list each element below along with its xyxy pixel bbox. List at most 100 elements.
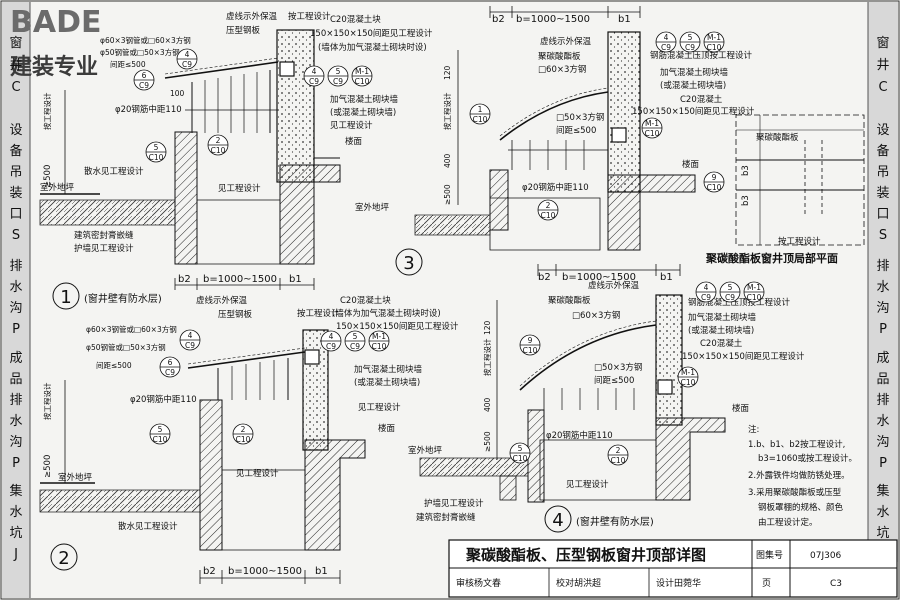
canopy-roof [187, 351, 306, 369]
dim-b1: b1 [660, 272, 673, 283]
dim-by-design: 按工程设计 [42, 92, 52, 130]
dim-gt500: ≥500 [43, 165, 53, 188]
canopy-roof [164, 61, 279, 79]
right-tab-labels: 窗 井 C 设 备 吊 装 口 S 排 水 沟 P 成 品 排 水 沟 P 集 … [876, 35, 889, 562]
right-tab [868, 2, 898, 562]
left-tab-char: 坑 [9, 526, 22, 541]
detail-number-circle [50, 543, 78, 571]
right-tab-char: C [878, 80, 887, 95]
svg-text:C9: C9 [350, 342, 360, 351]
svg-text:C10: C10 [513, 454, 528, 463]
label-outdoor: 室外地坪 [40, 182, 75, 193]
dim-gt500: ≥500 [483, 431, 492, 452]
label-rebar: φ20钢筋中距110 [115, 104, 182, 115]
label-floor: 楼面 [732, 403, 750, 414]
right-tab-char: 水 [876, 280, 889, 295]
note-line: b3=1060或按工程设计。 [758, 453, 857, 464]
label-aerated: 加气混凝土砌块墙 [660, 67, 729, 78]
svg-text:C9: C9 [182, 60, 192, 69]
dim-b: b=1000~1500 [516, 14, 590, 25]
label-floor: 楼面 [378, 423, 396, 434]
label-outdoor: 室外地坪 [355, 202, 390, 213]
ref-bubble: 6C9 [159, 356, 181, 378]
left-tab-char: 集 [9, 483, 22, 499]
label-pipe50: φ50钢管或□50×3方钢 [86, 342, 166, 352]
dim-gt500: ≥500 [43, 455, 53, 478]
ground-fill [414, 214, 491, 236]
label-see-design: 见工程设计 [330, 120, 373, 131]
svg-text:C9: C9 [139, 81, 149, 90]
dim-h400: 400 [483, 397, 492, 412]
dim-b: b=1000~1500 [228, 566, 302, 577]
label-c20: C20混凝土 [680, 94, 723, 105]
right-tab-char: 备 [876, 143, 889, 159]
label-insulation: 虚线示外保温 [588, 280, 640, 291]
label-c20: C20混凝土 [700, 338, 743, 349]
dim-by-design: 按工程设计 [442, 92, 452, 130]
left-tab-char: P [12, 322, 20, 337]
detail-number-circle [544, 505, 572, 533]
left-tab-char: 成 [9, 351, 22, 366]
label-protect-wall: 护墙见工程设计 [74, 243, 134, 254]
label-spacing: 间距≤500 [556, 126, 596, 136]
building-wall [276, 29, 315, 183]
ref-bubble: 5C9 [327, 65, 349, 87]
right-tab-char: 沟 [876, 435, 889, 450]
svg-text:2: 2 [241, 425, 246, 434]
ref-bubble: 4C9 [695, 281, 717, 303]
right-tab-char: 吊 [876, 165, 889, 180]
plan-view: 聚碳酸酯板 b3 b3 按工程设计 聚碳酸酯板窗井顶局部平面 [705, 114, 865, 265]
svg-text:C10: C10 [681, 378, 696, 387]
svg-text:5: 5 [353, 332, 358, 341]
right-tab-char: 口 [876, 207, 889, 222]
label-spacing: 间距≤500 [110, 60, 146, 69]
detail-number-circle [395, 248, 423, 276]
label-sq50: □50×3方钢 [594, 362, 642, 373]
plan-b3: b3 [741, 165, 751, 176]
right-tab-char: 井 [876, 58, 889, 73]
ref-bubble: 6C9 [133, 69, 155, 91]
label-c20-size: 150×150×150间距见工程设计 [632, 106, 755, 117]
label-sealant: 建筑密封膏嵌缝 [416, 512, 476, 523]
left-tab-char: 口 [9, 207, 22, 222]
left-tab-char: 装 [9, 186, 22, 201]
label-protect-wall: 护墙见工程设计 [424, 498, 484, 509]
svg-text:4: 4 [704, 283, 709, 292]
c20-block [304, 349, 320, 365]
svg-text:M-1: M-1 [372, 332, 386, 341]
left-tab-char: S [12, 228, 20, 243]
right-tab-char: 沟 [876, 301, 889, 316]
page-label: 页 [762, 578, 771, 589]
label-apron: 散水见工程设计 [118, 521, 178, 532]
right-tab-char: P [879, 456, 887, 471]
logo: BADE 建装专业 [10, 5, 101, 80]
label-floor: 楼面 [345, 136, 363, 147]
ref-bubble: 4C9 [303, 65, 325, 87]
dim-b1: b1 [618, 14, 631, 25]
svg-text:9: 9 [712, 173, 717, 182]
svg-text:C9: C9 [661, 43, 671, 52]
logo-latin: BADE [10, 5, 101, 40]
detail-3: b2 b=1000~1500 b1 120 400 ≥500 按工程设计 虚线示… [355, 6, 755, 276]
right-tab-char: 水 [876, 505, 889, 520]
label-see-design: 见工程设计 [358, 402, 401, 413]
left-tab-char: 吊 [9, 165, 22, 180]
label-per-design: 按工程设计 [297, 308, 340, 319]
right-tab-char: 排 [876, 393, 889, 408]
detail-2: b2 b=1000~1500 b1 ≥500 按工程设计 虚线示外保温 压型钢板… [39, 295, 459, 584]
c20-block [279, 61, 295, 77]
svg-text:5: 5 [158, 425, 163, 434]
left-tab-char: 品 [9, 372, 22, 387]
check-cell: 校对胡洪超 [556, 577, 601, 589]
well-wall [527, 409, 545, 503]
svg-text:C10: C10 [523, 346, 538, 355]
right-tab-char: 排 [876, 259, 889, 274]
